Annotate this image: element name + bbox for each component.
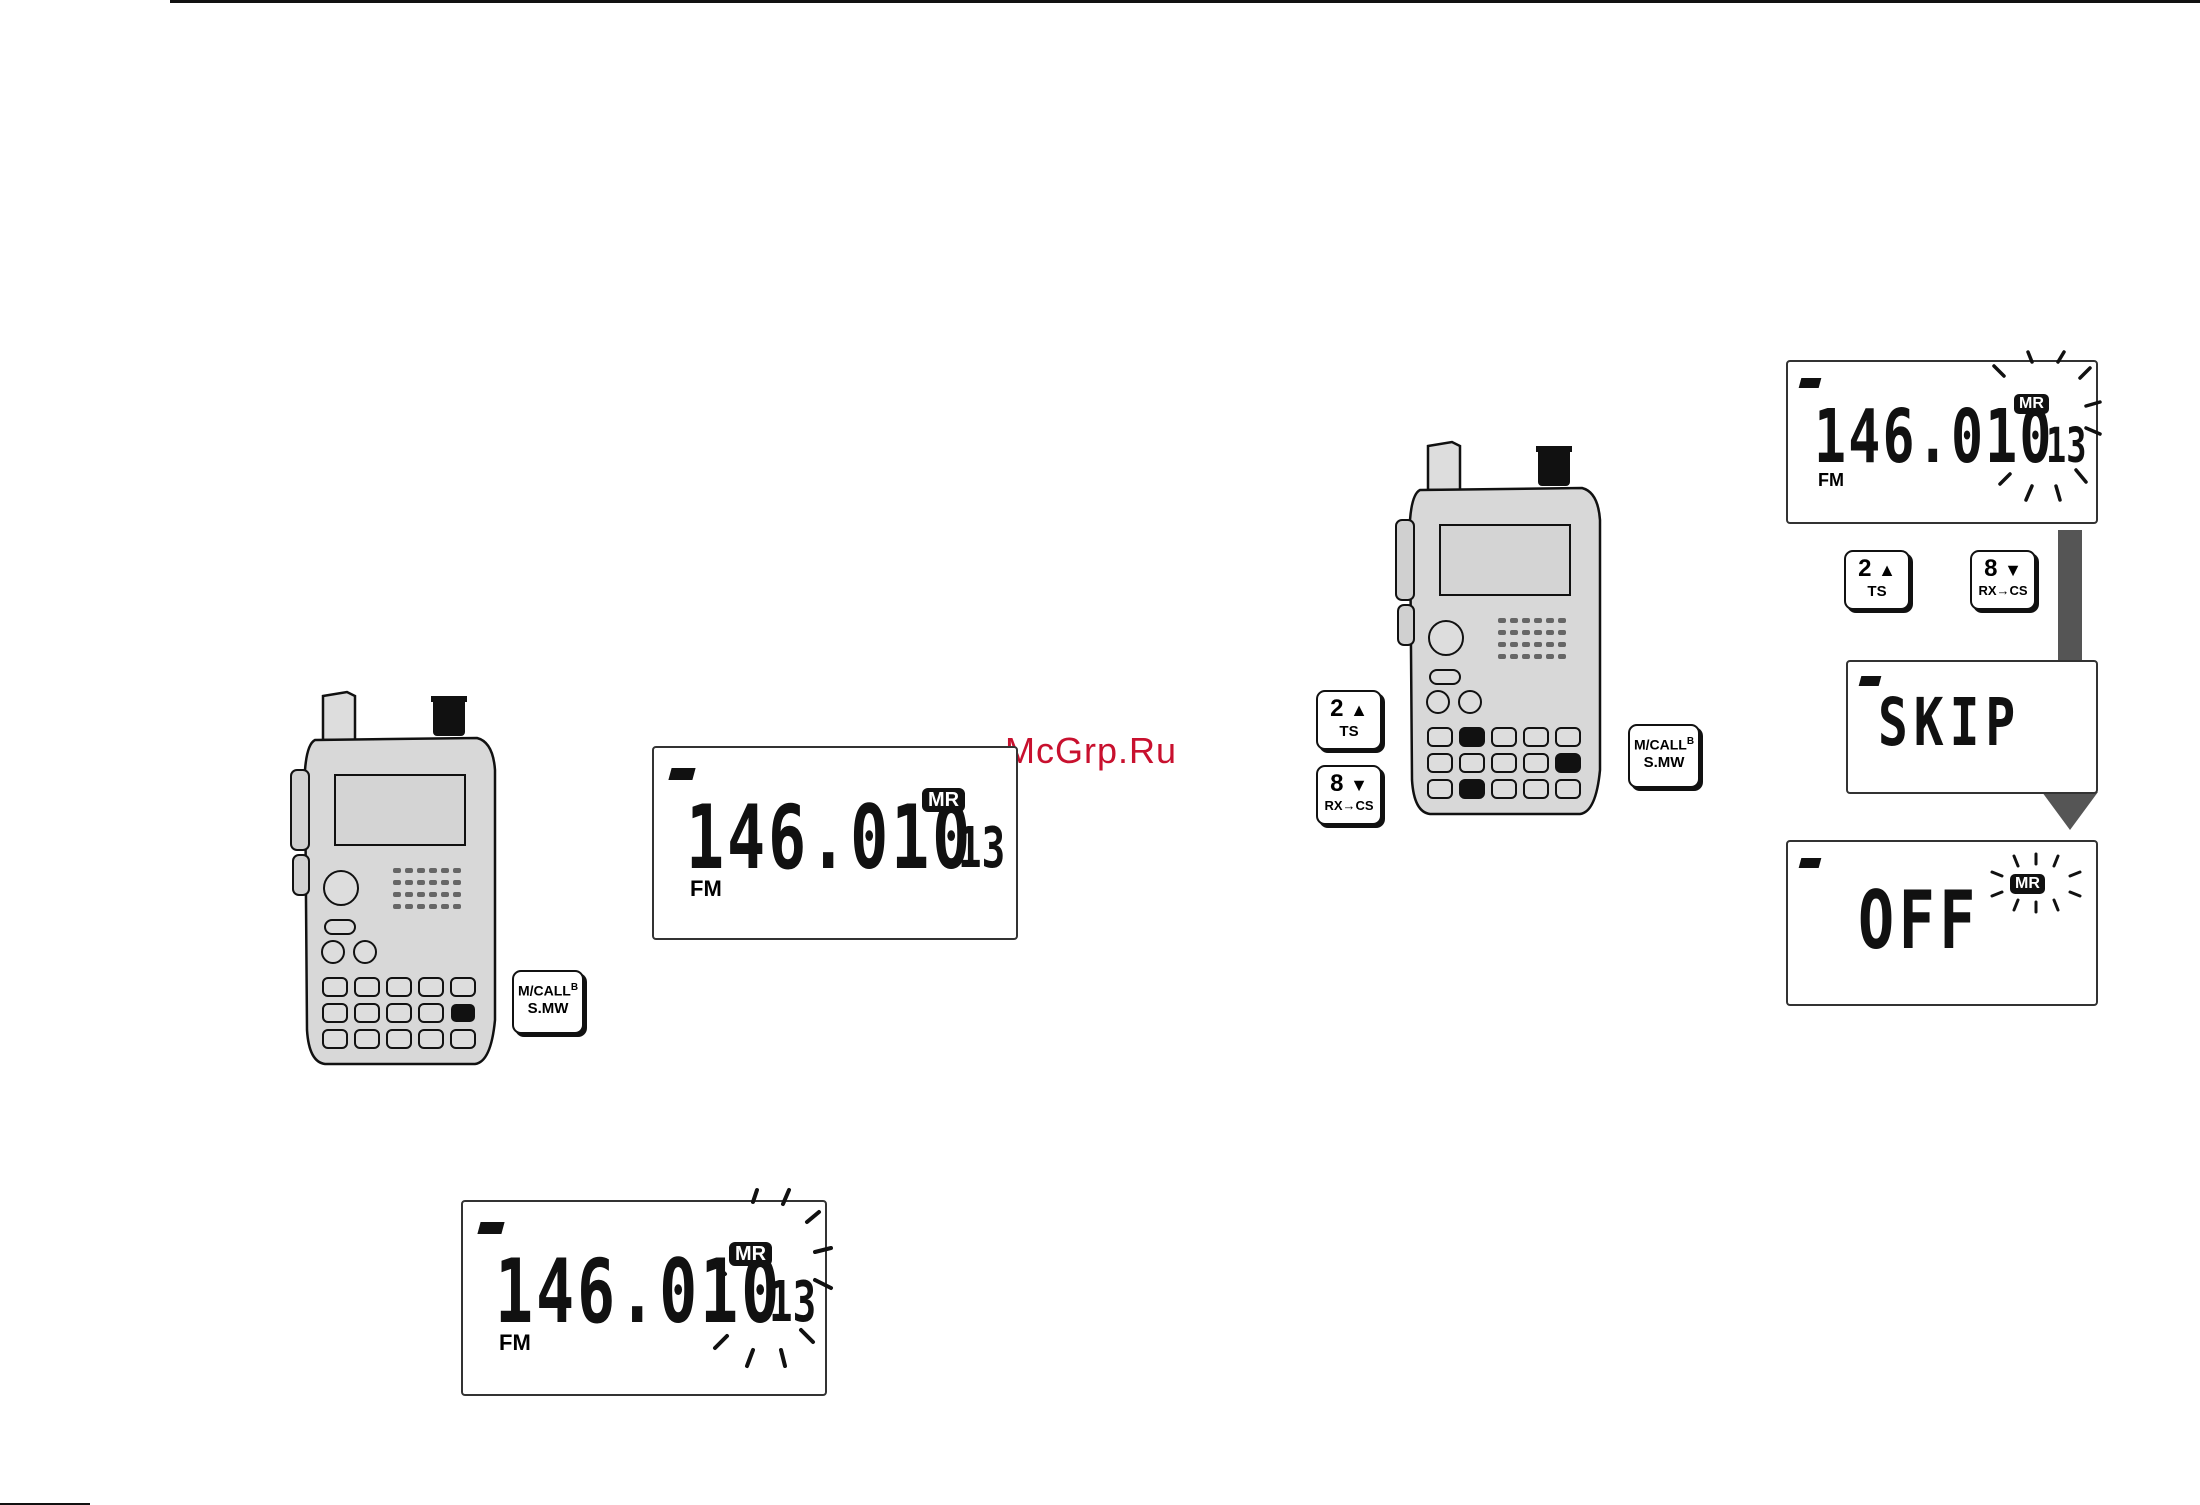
mcall-key-label: M/CALL: [518, 983, 571, 999]
radio-handheld-left: [285, 690, 515, 1070]
mcall-key-sub: S.MW: [1630, 753, 1698, 773]
battery-icon: [668, 768, 695, 780]
key-8-rxcs-right[interactable]: 8 ▼ RX→CS: [1970, 550, 2036, 610]
blink-rays-icon: [1788, 362, 2096, 522]
lcd-display-normal: 146.010 MR 13 FM: [652, 746, 1018, 940]
blink-rays-icon: [463, 1202, 825, 1394]
down-arrow-icon: ▼: [2004, 560, 2022, 580]
top-rule: [170, 0, 2200, 3]
key-sub: TS: [1846, 583, 1908, 600]
lcd-display-skip: SKIP: [1846, 660, 2098, 794]
key-sub: RX→CS: [1972, 583, 2034, 598]
key-2-ts-right[interactable]: 2 ▲ TS: [1844, 550, 1910, 610]
radio-handheld-right: [1390, 440, 1620, 820]
blink-rays-icon: [1788, 842, 2096, 1004]
mcall-key-sup: B: [571, 982, 578, 993]
channel-number: 13: [958, 816, 1005, 881]
mcall-key-label: M/CALL: [1634, 737, 1687, 753]
key-8-rxcs[interactable]: 8 ▼ RX→CS: [1316, 765, 1382, 825]
key-digit: 2: [1858, 555, 1871, 582]
mode-label: FM: [690, 876, 722, 902]
lcd-display-blinking-right: 146.010 MR 13 FM: [1786, 360, 2098, 524]
key-2-ts[interactable]: 2 ▲ TS: [1316, 690, 1382, 750]
key-sub: TS: [1318, 723, 1380, 740]
mcall-key-right[interactable]: M/CALLB S.MW: [1628, 724, 1700, 788]
mcall-key-sup: B: [1687, 736, 1694, 747]
up-arrow-icon: ▲: [1878, 560, 1896, 580]
lcd-display-off: OFF MR: [1786, 840, 2098, 1006]
lcd-display-blinking: 146.010 MR 13 FM: [461, 1200, 827, 1396]
mcall-key-left[interactable]: M/CALLB S.MW: [512, 970, 584, 1034]
mcall-key-sub: S.MW: [514, 999, 582, 1019]
key-sub: RX→CS: [1318, 798, 1380, 813]
key-digit: 8: [1984, 555, 1997, 582]
key-digit: 2: [1330, 695, 1343, 722]
key-digit: 8: [1330, 770, 1343, 797]
watermark: McGrp.Ru: [1005, 730, 1177, 772]
up-arrow-icon: ▲: [1350, 700, 1368, 720]
down-arrow-icon: ▼: [1350, 775, 1368, 795]
mr-badge: MR: [922, 788, 965, 812]
skip-readout: SKIP: [1878, 684, 2021, 761]
